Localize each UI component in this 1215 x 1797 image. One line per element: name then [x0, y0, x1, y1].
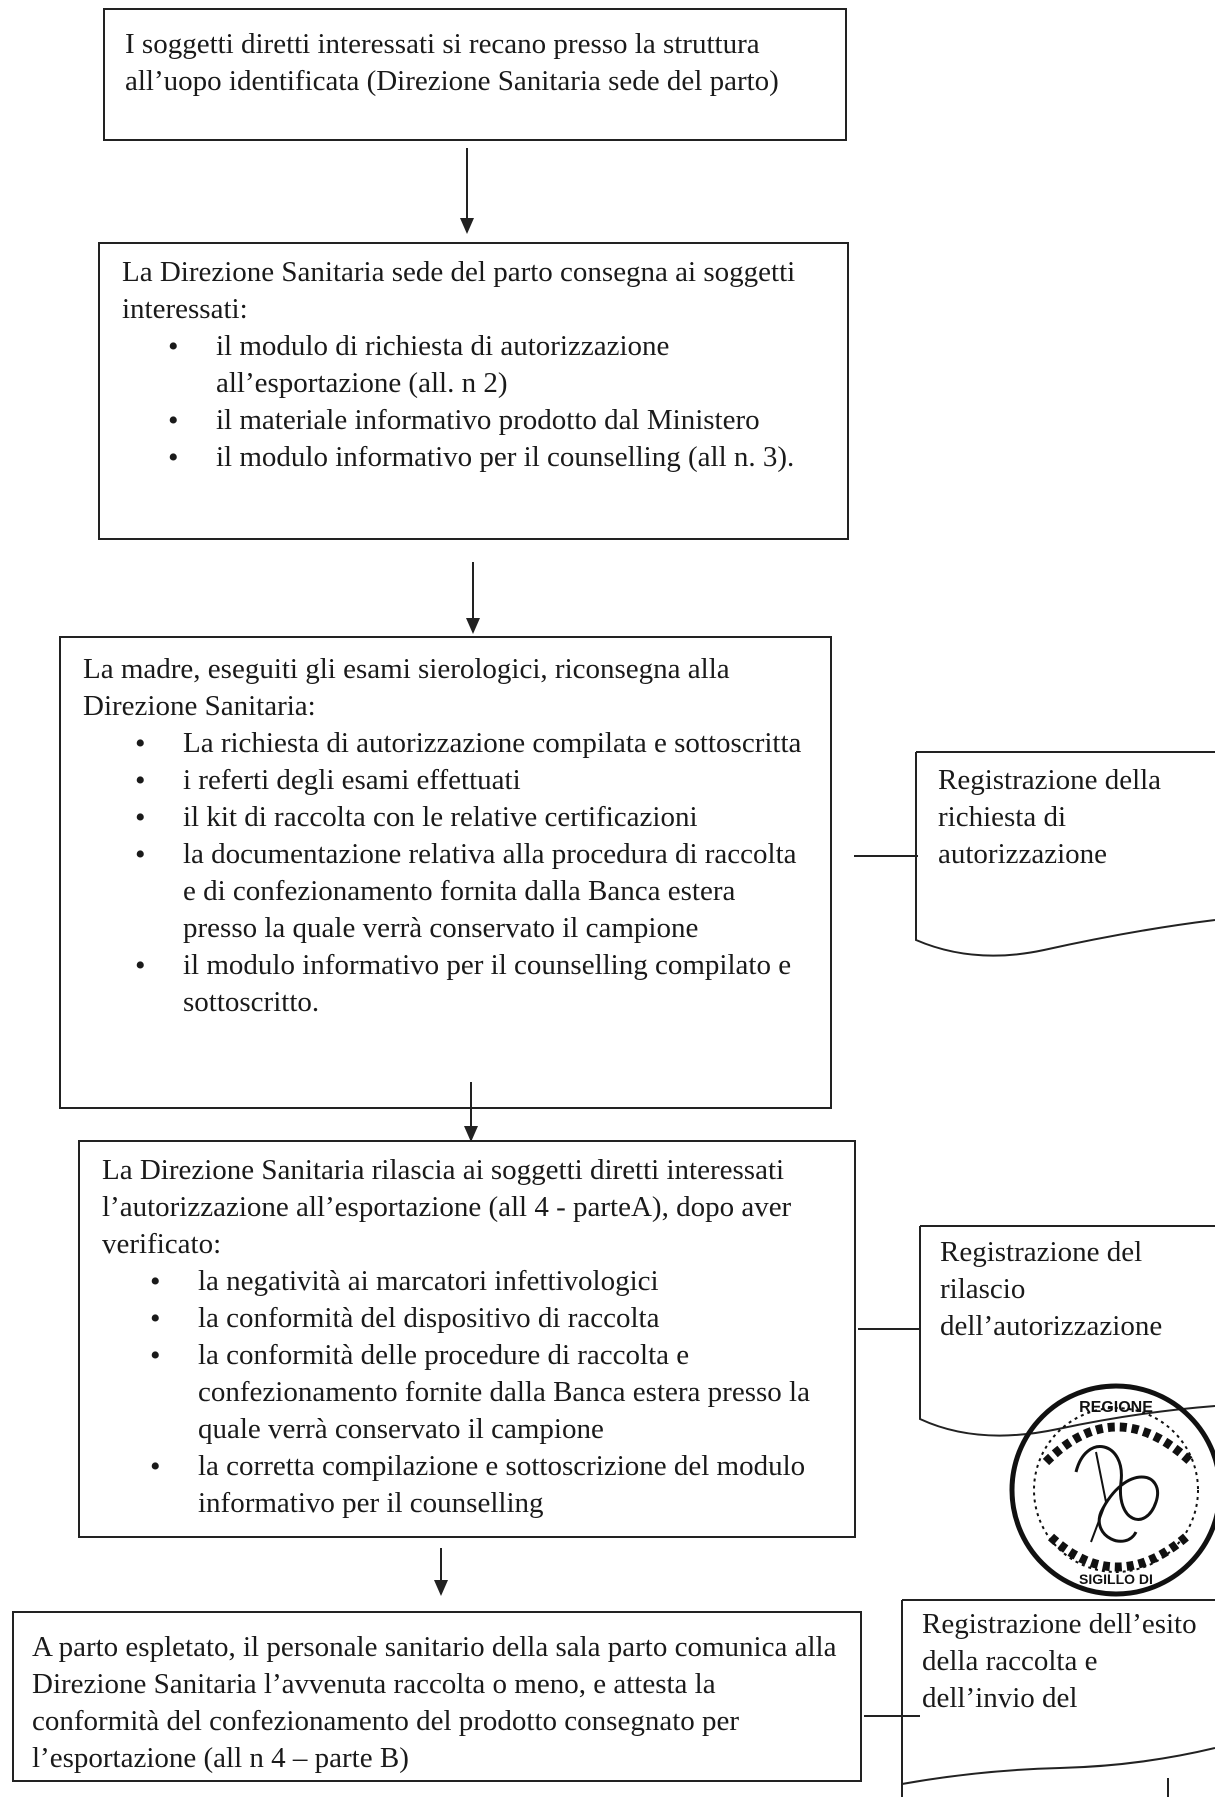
step-5-text: A parto espletato, il personale sanitari… — [32, 1631, 837, 1774]
step-2-intro: La Direzione Sanitaria sede del parto co… — [122, 256, 796, 325]
step-4-item: la corretta compilazione e sottoscrizion… — [150, 1448, 836, 1522]
step-4-list: la negatività ai marcatori infettivologi… — [150, 1263, 836, 1522]
arrow-2-3 — [466, 562, 480, 634]
step-3-item: La richiesta di autorizzazione compilata… — [135, 725, 812, 762]
connector-5-doc3 — [864, 1715, 920, 1717]
step-2-item: il modulo informativo per il counselling… — [168, 439, 827, 476]
step-2-list: il modulo di richiesta di autorizzazione… — [168, 328, 827, 476]
seal-bottom-text: SIGILLO DI — [1079, 1571, 1153, 1587]
doc-shape-2 — [919, 1225, 1215, 1437]
step-4-intro: La Direzione Sanitaria rilascia ai sogge… — [102, 1154, 792, 1260]
step-2-item: il modulo di richiesta di autorizzazione… — [168, 328, 827, 402]
step-3-item: il modulo informativo per il counselling… — [135, 947, 812, 1021]
step-3-list: La richiesta di autorizzazione compilata… — [135, 725, 812, 1021]
doc-shape-3 — [901, 1599, 1215, 1797]
step-4-box: La Direzione Sanitaria rilascia ai sogge… — [78, 1140, 856, 1538]
step-4-item: la conformità delle procedure di raccolt… — [150, 1337, 836, 1448]
doc-1-text: Registrazione della richiesta di autoriz… — [938, 764, 1162, 870]
doc-shape-1 — [915, 751, 1215, 957]
arrow-3-4 — [464, 1082, 478, 1142]
official-seal-icon: REGIONE SIGILLO DI — [1009, 1383, 1215, 1597]
step-2-item: il materiale informativo prodotto dal Mi… — [168, 402, 827, 439]
step-3-intro: La madre, eseguiti gli esami sierologici… — [83, 653, 730, 722]
step-5-box: A parto espletato, il personale sanitari… — [12, 1611, 862, 1782]
step-1-text: I soggetti diretti interessati si recano… — [125, 28, 779, 97]
seal-top-text: REGIONE — [1079, 1399, 1153, 1416]
arrow-4-5 — [434, 1548, 448, 1596]
step-3-item: la documentazione relativa alla procedur… — [135, 836, 812, 947]
arrow-1-2 — [460, 148, 474, 234]
step-1-box: I soggetti diretti interessati si recano… — [103, 8, 847, 141]
doc-3-text: Registrazione dell’esito della raccolta … — [922, 1608, 1197, 1714]
connector-4-doc2 — [858, 1328, 920, 1330]
step-3-item: i referti degli esami effettuati — [135, 762, 812, 799]
connector-3-doc1 — [854, 855, 918, 857]
step-3-item: il kit di raccolta con le relative certi… — [135, 799, 812, 836]
step-2-box: La Direzione Sanitaria sede del parto co… — [98, 242, 849, 540]
step-4-item: la negatività ai marcatori infettivologi… — [150, 1263, 836, 1300]
step-4-item: la conformità del dispositivo di raccolt… — [150, 1300, 836, 1337]
step-3-box: La madre, eseguiti gli esami sierologici… — [59, 636, 832, 1109]
doc-2-text: Registrazione del rilascio dell’autorizz… — [940, 1236, 1163, 1342]
